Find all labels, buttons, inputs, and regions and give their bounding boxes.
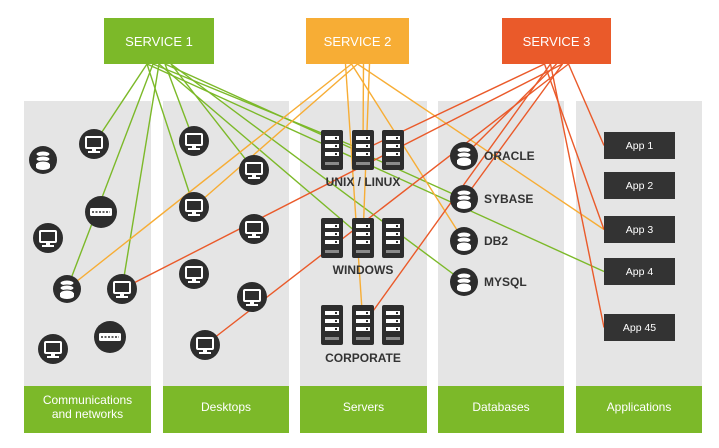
column-footer-serv: [300, 386, 427, 433]
service-box-s2[interactable]: [306, 18, 409, 64]
server-group-label: UNIX / LINUX: [326, 175, 401, 189]
column-footer-label: Applications: [607, 400, 672, 414]
server-icon: [352, 305, 374, 345]
connection-line: [357, 63, 605, 231]
column-footer-label: Databases: [472, 400, 529, 414]
connection-line: [146, 63, 605, 273]
database-icon: [450, 268, 478, 296]
app-label: App 3: [626, 224, 654, 236]
server-icon: [321, 305, 343, 345]
network-switch-icon: [85, 196, 117, 228]
connection-line: [146, 63, 195, 208]
connection-line: [344, 63, 364, 326]
network-switch-icon: [94, 321, 126, 353]
column-footer-label: Desktops: [201, 400, 251, 414]
app-box-app3[interactable]: [604, 216, 675, 243]
service-box-s3[interactable]: [502, 18, 611, 64]
connection-line: [66, 63, 352, 290]
database-icon: [53, 275, 81, 303]
app-label: App 1: [626, 140, 654, 152]
column-footer-comm: [24, 386, 151, 433]
connection-line: [543, 63, 605, 230]
monitor-icon: [179, 192, 209, 222]
service-label: SERVICE 3: [523, 34, 591, 49]
server-icon: [382, 130, 404, 170]
monitor-icon: [33, 223, 63, 253]
column-footer-desk: [163, 386, 289, 433]
app-label: App 2: [626, 180, 654, 192]
monitor-icon: [79, 129, 109, 159]
monitor-icon: [179, 126, 209, 156]
app-label: App 4: [626, 266, 654, 278]
database-label: MYSQL: [484, 275, 527, 289]
connection-line: [93, 63, 148, 145]
column-footer-db: [438, 386, 564, 433]
database-icon: [450, 185, 478, 213]
server-icon: [352, 218, 374, 258]
monitor-icon: [38, 334, 68, 364]
monitor-icon: [239, 214, 269, 244]
monitor-icon: [237, 282, 267, 312]
connection-line: [567, 63, 605, 146]
server-group-label: WINDOWS: [333, 263, 394, 277]
app-box-app4[interactable]: [604, 258, 675, 285]
connection-line: [164, 63, 465, 200]
column-footer-label: and networks: [52, 407, 123, 421]
connection-line: [549, 63, 605, 328]
connection-line: [66, 63, 154, 290]
connection-line: [170, 63, 465, 283]
connection-line: [121, 63, 160, 290]
database-label: ORACLE: [484, 149, 535, 163]
database-icon: [450, 227, 478, 255]
database-icon: [29, 146, 57, 174]
app-box-app2[interactable]: [604, 172, 675, 199]
app-box-app45[interactable]: [604, 314, 675, 341]
database-label: SYBASE: [484, 192, 533, 206]
app-label: App 45: [623, 322, 656, 334]
connection-line: [158, 63, 364, 239]
monitor-icon: [239, 155, 269, 185]
connection-line: [463, 63, 564, 200]
server-icon: [321, 218, 343, 258]
database-icon: [450, 142, 478, 170]
connection-line: [463, 63, 557, 157]
server-icon: [352, 130, 374, 170]
monitor-icon: [107, 274, 137, 304]
server-icon: [382, 305, 404, 345]
column-footer-label: Servers: [343, 400, 384, 414]
server-icon: [321, 130, 343, 170]
service-box-s1[interactable]: [104, 18, 214, 64]
connection-line: [121, 63, 563, 290]
server-group-label: CORPORATE: [325, 351, 401, 365]
column-footer-label: Communications: [43, 393, 132, 407]
service-label: SERVICE 2: [324, 34, 392, 49]
monitor-icon: [190, 330, 220, 360]
server-icon: [382, 218, 404, 258]
app-box-app1[interactable]: [604, 132, 675, 159]
database-label: DB2: [484, 234, 508, 248]
column-footer-apps: [576, 386, 702, 433]
connection-line: [193, 63, 358, 208]
monitor-icon: [179, 259, 209, 289]
service-label: SERVICE 1: [125, 34, 193, 49]
